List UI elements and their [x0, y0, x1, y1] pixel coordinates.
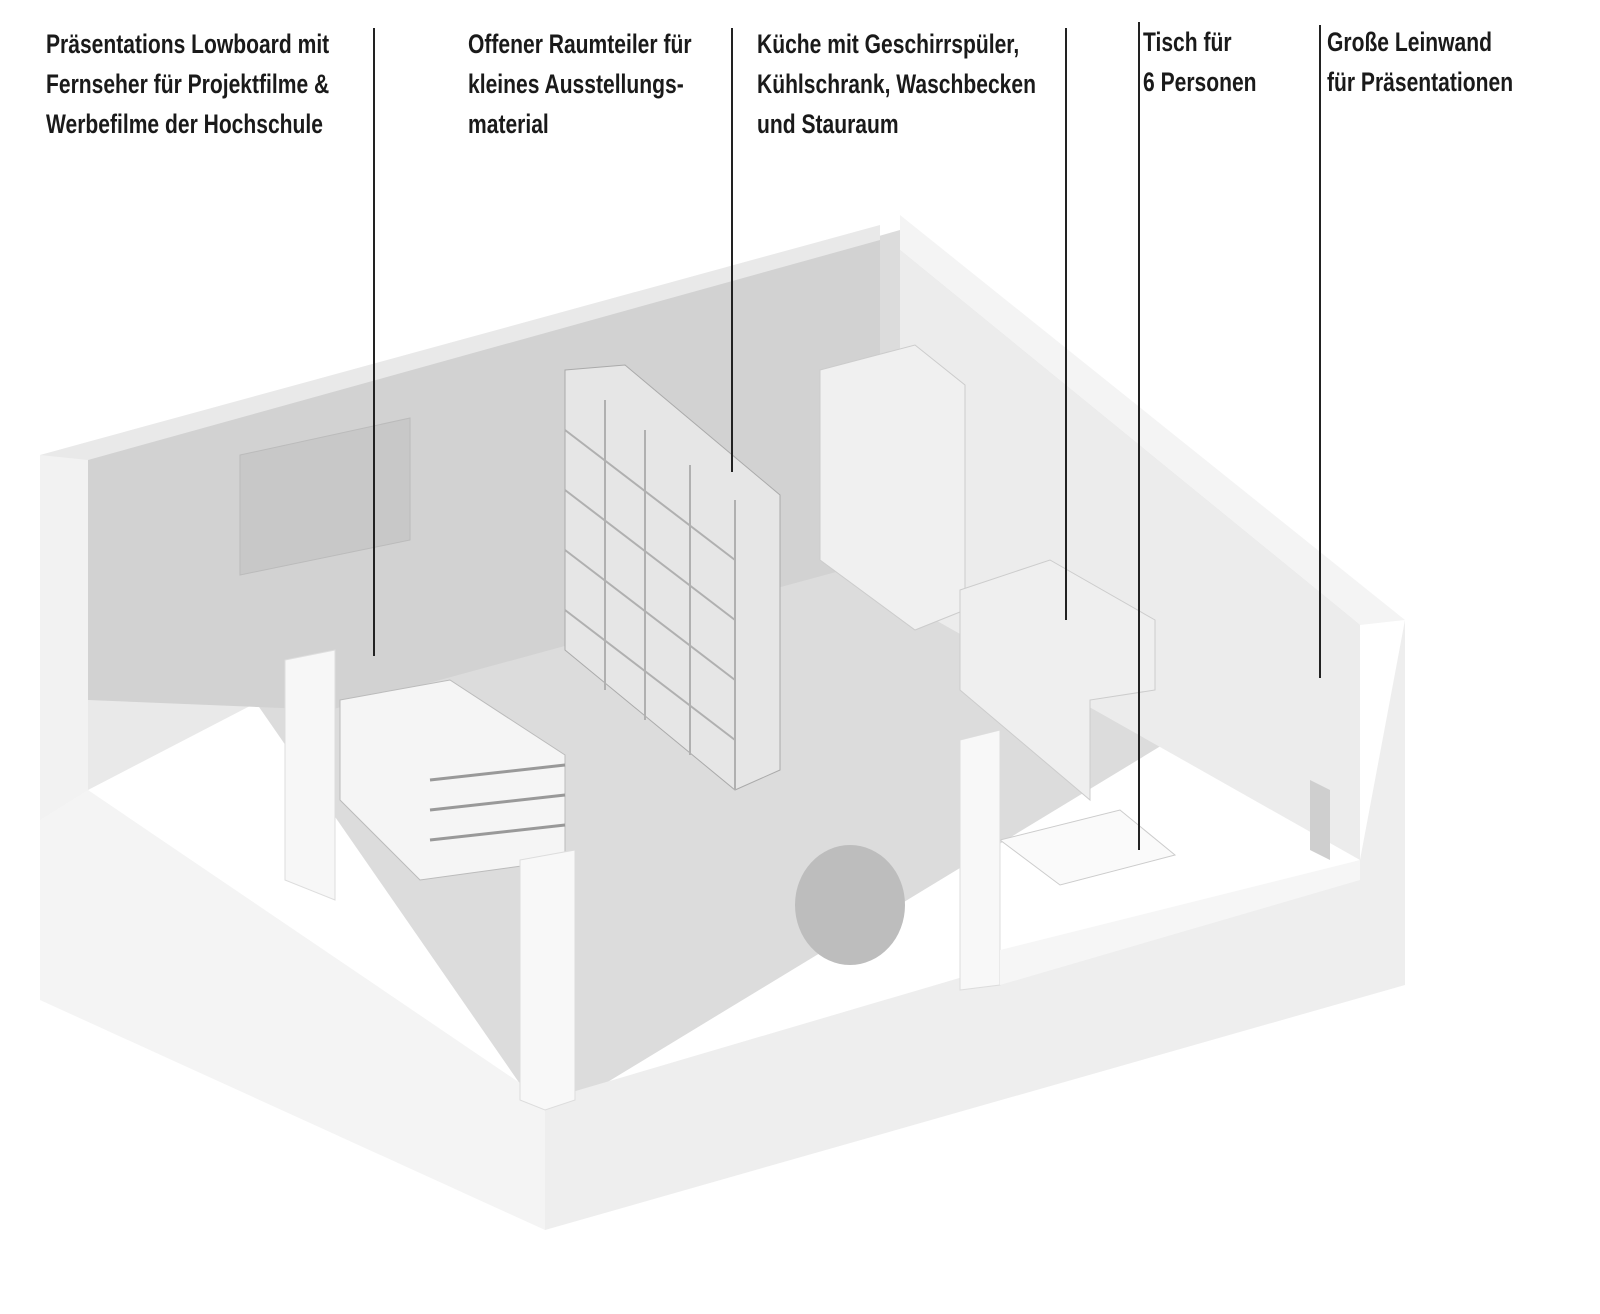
annotation-lowboard: Präsentations Lowboard mit Fernseher für… — [46, 24, 329, 144]
annotation-line: Offener Raumteiler für — [468, 29, 692, 59]
annotation-kitchen: Küche mit Geschirrspüler, Kühlschrank, W… — [757, 24, 1036, 144]
annotation-table: Tisch für 6 Personen — [1143, 22, 1257, 102]
annotation-line: Tisch für — [1143, 27, 1232, 57]
leader-line-table — [1138, 22, 1140, 850]
leader-line-screen — [1319, 25, 1321, 678]
annotation-line: Präsentations Lowboard mit — [46, 29, 330, 59]
tv-screen — [239, 417, 411, 576]
annotation-line: und Stauraum — [757, 109, 899, 139]
back-right-wall — [900, 215, 1405, 625]
front-right-wall — [545, 620, 1405, 1230]
left-wall-side — [40, 455, 88, 820]
plant — [795, 845, 905, 965]
annotation-line: kleines Ausstellungs- — [468, 69, 684, 99]
annotation-line: Große Leinwand — [1327, 27, 1492, 57]
shelf-grid — [564, 400, 736, 790]
projection-screen — [1310, 780, 1330, 860]
back-right-wall-inner — [900, 250, 1360, 860]
annotation-line: Fernseher für Projektfilme & — [46, 69, 330, 99]
table — [998, 809, 1177, 886]
front-left-wall-cut — [284, 649, 336, 901]
annotation-line: Küche mit Geschirrspüler, — [757, 29, 1020, 59]
annotation-line: Kühlschrank, Waschbecken — [757, 69, 1036, 99]
leader-line-lowboard — [373, 28, 375, 656]
front-left-wall — [40, 790, 545, 1230]
lowboard-shelves — [429, 763, 566, 842]
kitchen-counter — [959, 559, 1156, 802]
annotation-line: für Präsentationen — [1327, 67, 1514, 97]
annotation-screen: Große Leinwand für Präsentationen — [1327, 22, 1513, 102]
annotation-room-divider: Offener Raumteiler für kleines Ausstellu… — [468, 24, 692, 144]
leader-line-kitchen — [1065, 28, 1067, 620]
front-wall-top — [519, 849, 576, 1111]
annotation-line: material — [468, 109, 549, 139]
front-wall-right-top — [1000, 860, 1360, 985]
front-wall-mid — [959, 729, 1001, 991]
annotation-line: Werbefilme der Hochschule — [46, 109, 323, 139]
annotation-line: 6 Personen — [1143, 67, 1257, 97]
leader-line-divider — [731, 28, 733, 472]
